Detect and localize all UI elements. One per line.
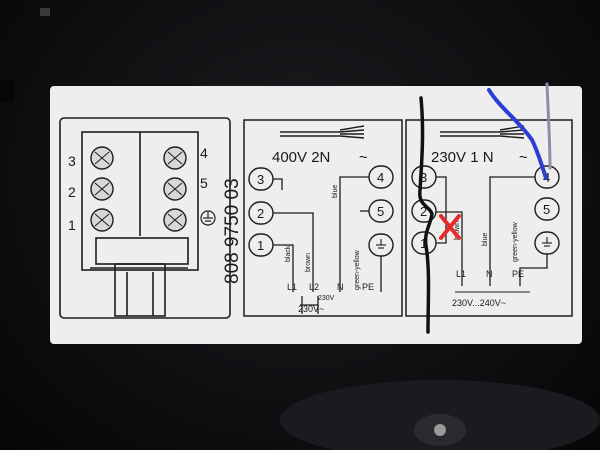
voltage-bottom: 230V...240V~ bbox=[452, 298, 506, 308]
black-marker-line bbox=[418, 96, 434, 334]
wire-label: black bbox=[285, 245, 292, 262]
block-outline bbox=[59, 117, 231, 319]
terminal-label: 2 bbox=[257, 206, 264, 221]
screw-slots bbox=[94, 151, 183, 227]
panel-400v bbox=[243, 119, 403, 317]
conductor-label: L1 bbox=[287, 282, 297, 292]
edge-clip bbox=[0, 80, 14, 102]
screw-center bbox=[434, 424, 446, 436]
grey-marker-line bbox=[545, 82, 552, 170]
ground-symbol-icon bbox=[200, 210, 216, 226]
wires-230v bbox=[436, 176, 548, 286]
red-cross-mark bbox=[439, 214, 461, 240]
wire-label: brown bbox=[305, 253, 312, 272]
wire-label: blue bbox=[332, 185, 339, 198]
cable-drawing bbox=[280, 125, 365, 139]
conductor-label: L2 bbox=[309, 282, 319, 292]
wire-label: brown bbox=[454, 221, 461, 240]
terminal-number-left: 3 bbox=[68, 153, 76, 169]
terminal-number-left: 2 bbox=[68, 184, 76, 200]
wire-label: blue bbox=[482, 233, 489, 246]
blue-marker-line bbox=[487, 88, 548, 180]
terminal-label: 4 bbox=[377, 170, 384, 185]
voltage-sub: 230V bbox=[318, 295, 335, 302]
terminal-label: 3 bbox=[420, 170, 427, 185]
part-number: 808 9750 03 bbox=[222, 178, 243, 284]
ground-terminal-icon bbox=[542, 237, 552, 247]
panel-230v bbox=[405, 119, 573, 317]
panel-tilde: ~ bbox=[359, 149, 368, 166]
terminal-block-diagram bbox=[59, 117, 231, 319]
terminal-label: 1 bbox=[257, 238, 264, 253]
terminal-number-right: 5 bbox=[200, 175, 208, 191]
conductor-label: N bbox=[486, 269, 493, 279]
wire-label: green-yellow bbox=[512, 221, 519, 262]
panel-tilde: ~ bbox=[519, 149, 528, 166]
panel-title-400v: 400V 2N bbox=[272, 149, 330, 166]
terminal-label: 5 bbox=[377, 204, 384, 219]
panel-title-230v: 230V 1 N bbox=[431, 149, 494, 166]
conductor-label: PE bbox=[512, 269, 524, 279]
surface-speck bbox=[40, 8, 50, 16]
terminal-label: 5 bbox=[543, 202, 550, 217]
voltage-bottom: 230V~ bbox=[298, 304, 324, 314]
ground-terminal-icon bbox=[376, 239, 386, 249]
conductor-label: N bbox=[337, 282, 344, 292]
wire-label: green-yellow bbox=[354, 249, 361, 290]
terminal-number-left: 1 bbox=[68, 217, 76, 233]
terminal-label: 3 bbox=[257, 172, 264, 187]
wires-400v bbox=[273, 176, 382, 314]
conductor-label: PE bbox=[362, 282, 374, 292]
block-stem bbox=[114, 263, 166, 317]
cable-drawing bbox=[440, 125, 525, 139]
terminal-number-right: 4 bbox=[200, 145, 208, 161]
terminal-label: 1 bbox=[420, 236, 427, 251]
conductor-label: L1 bbox=[456, 269, 466, 279]
terminal-label: 2 bbox=[420, 204, 427, 219]
